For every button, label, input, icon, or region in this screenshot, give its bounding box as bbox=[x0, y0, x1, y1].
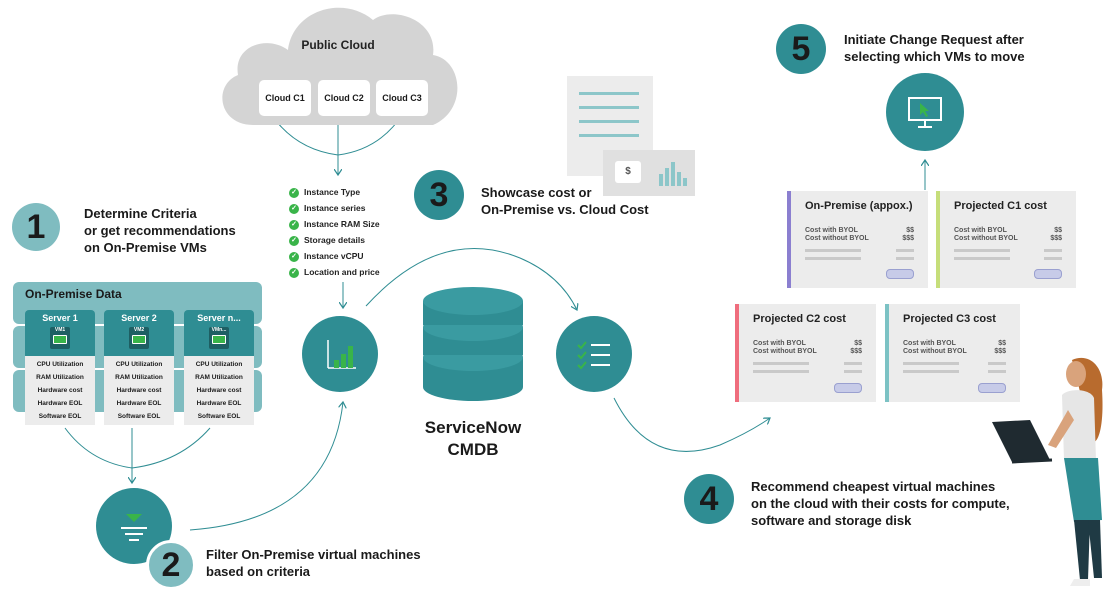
checklist-item: ✓Location and price bbox=[289, 267, 380, 278]
cost-row-label: Cost with BYOL bbox=[903, 340, 956, 347]
cost-card-c2: Projected C2 cost Cost with BYOL $$ Cost… bbox=[735, 304, 876, 402]
dollar-icon: $ bbox=[615, 161, 641, 183]
server-column: Server 1 VM1 CPU Utilization RAM Utiliza… bbox=[25, 310, 95, 425]
step-1-badge: 1 bbox=[12, 203, 60, 251]
cost-card-title: Projected C2 cost bbox=[753, 313, 846, 325]
cost-card-c3: Projected C3 cost Cost with BYOL $$ Cost… bbox=[885, 304, 1020, 402]
checklist-item: ✓Instance series bbox=[289, 203, 365, 214]
server-name: Server 1 bbox=[42, 313, 78, 323]
public-cloud-title: Public Cloud bbox=[301, 38, 375, 52]
bar-chart-icon bbox=[327, 340, 356, 369]
cost-card-title: Projected C1 cost bbox=[954, 200, 1047, 212]
check-icon: ✓ bbox=[289, 267, 299, 278]
check-icon: ✓ bbox=[289, 187, 299, 198]
cost-card-onprem: On-Premise (appox.) Cost with BYOL $$ Co… bbox=[787, 191, 928, 288]
details-button[interactable] bbox=[834, 383, 862, 393]
server-name: Server 2 bbox=[121, 313, 157, 323]
server-metrics: CPU Utilization RAM Utilization Hardware… bbox=[25, 356, 95, 425]
checklist-item: ✓Instance RAM Size bbox=[289, 219, 380, 230]
list-circle bbox=[556, 316, 632, 392]
checklist-item: ✓Storage details bbox=[289, 235, 365, 246]
checklist-item: ✓Instance Type bbox=[289, 187, 360, 198]
vm-icon: VM2 bbox=[129, 327, 149, 349]
cloud-c3-box: Cloud C3 bbox=[376, 80, 428, 116]
server-metrics: CPU Utilization RAM Utilization Hardware… bbox=[104, 356, 174, 425]
server-column: Server n... VMn... CPU Utilization RAM U… bbox=[184, 310, 254, 425]
cost-row-label: Cost without BYOL bbox=[753, 348, 817, 355]
cost-row-value: $$ bbox=[998, 340, 1006, 347]
cmdb-label: ServiceNow CMDB bbox=[424, 418, 522, 459]
cost-row-value: $$$ bbox=[902, 235, 914, 242]
vm-icon: VM1 bbox=[50, 327, 70, 349]
onprem-title: On-Premise Data bbox=[25, 287, 122, 301]
cost-row-label: Cost without BYOL bbox=[805, 235, 869, 242]
analytics-circle bbox=[302, 316, 378, 392]
server-column: Server 2 VM2 CPU Utilization RAM Utiliza… bbox=[104, 310, 174, 425]
cloud-c1-box: Cloud C1 bbox=[259, 80, 311, 116]
cloud-c2-box: Cloud C2 bbox=[318, 80, 370, 116]
server-name: Server n... bbox=[197, 313, 241, 323]
step-5-text: Initiate Change Request after selecting … bbox=[844, 32, 1025, 64]
step-3-text: Showcase cost or On-Premise vs. Cloud Co… bbox=[481, 185, 649, 217]
details-button[interactable] bbox=[1034, 269, 1062, 279]
database-icon bbox=[423, 287, 523, 401]
cost-row-value: $$ bbox=[1054, 227, 1062, 234]
cost-row-value: $$ bbox=[906, 227, 914, 234]
step-5-badge: 5 bbox=[776, 24, 826, 74]
cost-chart-card: $ bbox=[603, 150, 695, 196]
cost-row-value: $$$ bbox=[850, 348, 862, 355]
details-button[interactable] bbox=[978, 383, 1006, 393]
check-icon: ✓ bbox=[289, 251, 299, 262]
check-icon: ✓ bbox=[289, 235, 299, 246]
server-header: Server 2 VM2 bbox=[104, 310, 174, 356]
cost-row-value: $$ bbox=[854, 340, 862, 347]
server-metrics: CPU Utilization RAM Utilization Hardware… bbox=[184, 356, 254, 425]
cost-card-title: Projected C3 cost bbox=[903, 313, 996, 325]
details-button[interactable] bbox=[886, 269, 914, 279]
cost-row-label: Cost with BYOL bbox=[805, 227, 858, 234]
cost-row-label: Cost without BYOL bbox=[903, 348, 967, 355]
step-4-badge: 4 bbox=[684, 474, 734, 524]
server-header: Server n... VMn... bbox=[184, 310, 254, 356]
checklist-icon bbox=[577, 341, 610, 370]
cost-row-label: Cost with BYOL bbox=[753, 340, 806, 347]
cost-row-value: $$$ bbox=[1050, 235, 1062, 242]
cost-row-label: Cost with BYOL bbox=[954, 227, 1007, 234]
step-1-text: Determine Criteria or get recommendation… bbox=[84, 206, 236, 255]
step-2-text: Filter On-Premise virtual machines based… bbox=[206, 547, 421, 579]
cost-card-c1: Projected C1 cost Cost with BYOL $$ Cost… bbox=[936, 191, 1076, 288]
public-cloud-group: Public Cloud Cloud C1 Cloud C2 Cloud C3 bbox=[213, 0, 463, 130]
cost-row-label: Cost without BYOL bbox=[954, 235, 1018, 242]
monitor-icon bbox=[908, 97, 942, 128]
check-icon: ✓ bbox=[289, 219, 299, 230]
step-2-badge: 2 bbox=[146, 540, 196, 590]
vm-icon: VMn... bbox=[209, 327, 229, 349]
cost-card-title: On-Premise (appox.) bbox=[805, 200, 913, 212]
cost-row-value: $$$ bbox=[994, 348, 1006, 355]
mini-bar-icon bbox=[659, 162, 687, 186]
monitor-circle bbox=[886, 73, 964, 151]
check-icon: ✓ bbox=[289, 203, 299, 214]
filter-icon bbox=[121, 514, 147, 541]
server-header: Server 1 VM1 bbox=[25, 310, 95, 356]
step-4-text: Recommend cheapest virtual machines on t… bbox=[751, 479, 1010, 528]
person-with-laptop-illustration bbox=[992, 357, 1103, 586]
checklist-item: ✓Instance vCPU bbox=[289, 251, 364, 262]
step-3-badge: 3 bbox=[414, 170, 464, 220]
